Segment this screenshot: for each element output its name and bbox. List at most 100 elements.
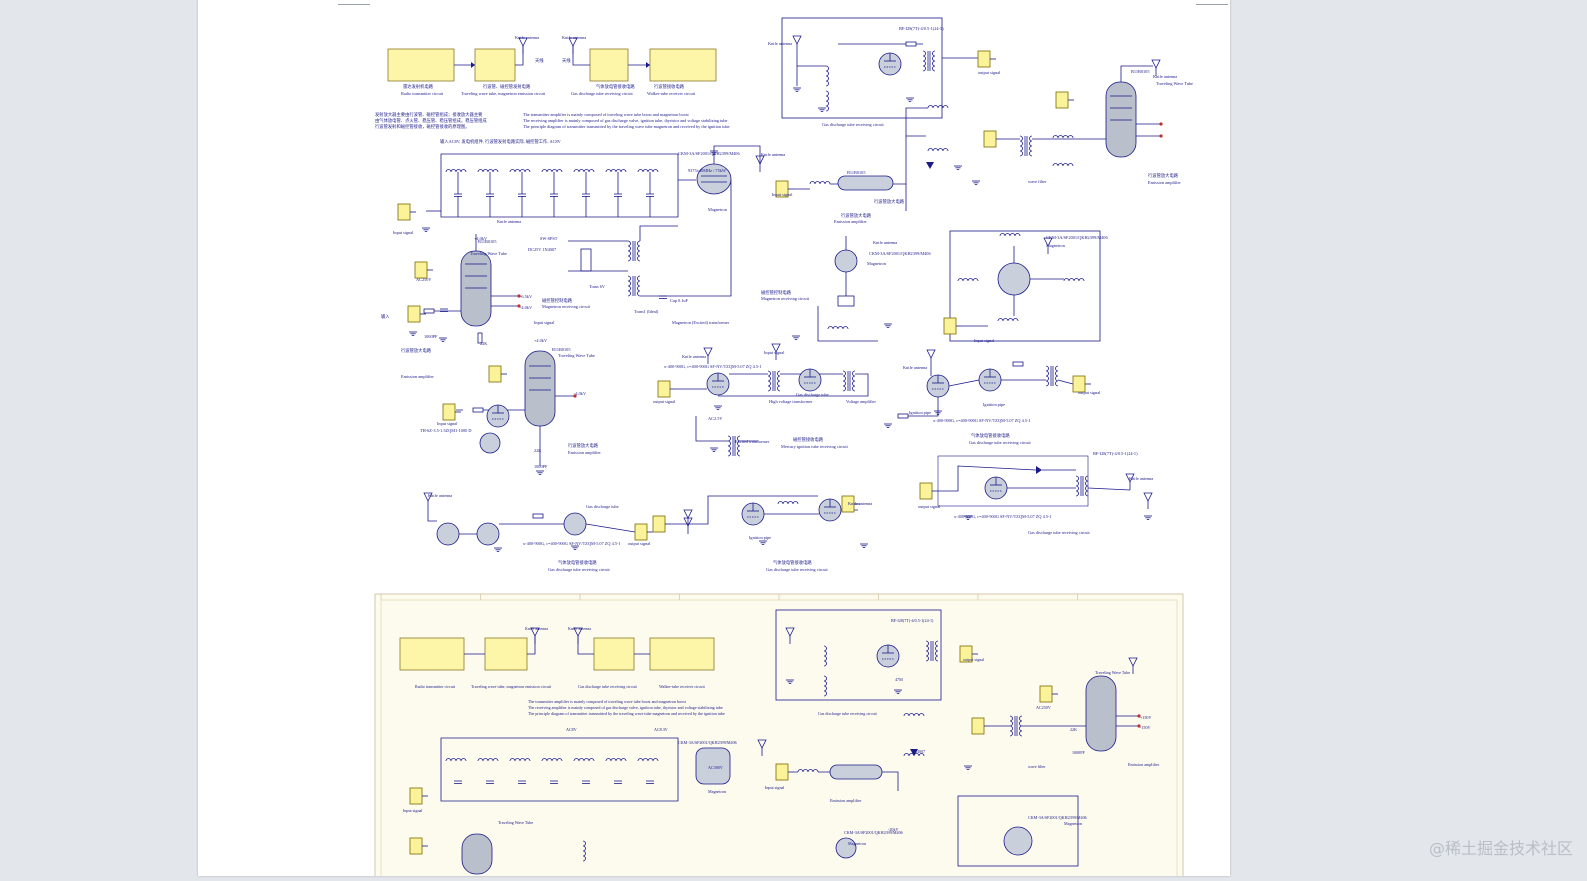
block-box <box>649 48 717 82</box>
rt-antenna-3: Knife antenna <box>873 240 897 245</box>
emission2-kv: +4.0kV <box>534 338 548 343</box>
relay-icon <box>580 248 592 272</box>
p2-antenna-2: Knife antenna <box>568 626 591 631</box>
p2-gas-title: Gas discharge tube receiving circuit <box>818 711 878 716</box>
gas-discharge-tube-icon <box>479 432 501 454</box>
wire <box>1110 95 1132 121</box>
rt-twt-label: Traveling Wave Tube <box>1156 81 1193 86</box>
ignition-tube-icon <box>486 404 510 428</box>
resistor-icon <box>472 407 484 413</box>
block-box <box>649 637 715 671</box>
sheet-frame <box>374 593 1184 881</box>
emission2-title-en: Emission amplifier <box>568 450 601 455</box>
rx-antenna-4: Knife antenna <box>903 365 927 370</box>
rt-mag-input: Input signal <box>974 338 995 343</box>
p2-magnetron: Magnetron <box>708 789 726 794</box>
antenna-icon <box>568 37 578 55</box>
input-connector-icon <box>488 365 508 383</box>
magnetron-icon <box>834 249 858 273</box>
wire <box>456 395 574 466</box>
mag-ctl-twt-title: Magnetron (Excited) transformer <box>672 320 730 325</box>
inductor-icon <box>1063 278 1085 282</box>
rx-ignition: Ignition pipe <box>749 535 771 540</box>
ground-icon <box>535 470 545 476</box>
capacitor-icon <box>549 193 559 197</box>
mag-ctl-part: DC25V 1N4007 <box>528 247 557 252</box>
p2-twt: Traveling Wave Tube <box>1095 670 1130 675</box>
twt-left-label: Traveling Wave Tube <box>470 251 507 256</box>
p2-res: 22K <box>1070 727 1077 732</box>
transformer-icon <box>1019 135 1033 157</box>
diode-icon <box>1036 466 1042 474</box>
input-connector-icon <box>407 305 427 323</box>
rt-emission: Emission amplifier <box>834 219 867 224</box>
block-box <box>387 48 455 82</box>
p2-intro-1: The transmitter amplifier is mainly comp… <box>528 699 687 704</box>
ground-icon <box>713 405 723 411</box>
ignition-tube-icon <box>741 502 765 526</box>
twt-left-title-en: Emission amplifier <box>401 374 434 379</box>
antenna-label-1: Knife antenna <box>515 35 539 40</box>
p2-caption-en-2: Traveling wave tube, magnetron emission … <box>471 684 552 690</box>
inductor-icon <box>573 169 595 173</box>
input-connector-icon <box>442 403 462 421</box>
ground-icon <box>1143 515 1153 520</box>
mag-ctl-input: Input signal <box>534 320 555 325</box>
capacitor-icon <box>453 193 463 197</box>
p2-ac-1: AC8V <box>566 727 577 732</box>
gas-tube-icon <box>476 522 500 546</box>
intro-en-3: The principle diagram of transmitter tra… <box>523 124 730 129</box>
emission2-output: -4.0kV <box>574 391 587 396</box>
block-box <box>484 637 528 671</box>
transformer-icon <box>627 275 641 297</box>
gas-tube-icon <box>798 368 822 392</box>
ground-icon <box>438 337 448 343</box>
wire <box>962 246 1064 327</box>
wire <box>938 465 1131 492</box>
rt-mag-title-cn: 磁控管控制电路 <box>761 289 792 296</box>
p2-cap: 1000PF <box>1072 750 1085 755</box>
ignition-tube-icon <box>926 374 950 398</box>
p2-input: Input signal <box>403 808 423 813</box>
arrow-head <box>646 62 650 68</box>
rx-output-4: output signal <box>1078 390 1101 395</box>
second-page-preview <box>374 593 1184 881</box>
emission2-res: 22K <box>534 448 542 453</box>
caption-cn-3: 气体放电管接收电路 <box>596 83 635 90</box>
output-connector-icon <box>652 515 672 533</box>
p2-caption-en-3: Gas discharge tube receiving circuit <box>578 684 638 689</box>
filter-header: 输入AC8V, 发电机组件, 行波管发射电路实际, 磁控管工作, AC8V <box>440 138 562 145</box>
rx-title-en-3: Gas discharge tube receiving circuit <box>766 567 829 572</box>
rt-mag-label-2: Magnetron <box>867 261 887 266</box>
traveling-wave-tube-icon <box>460 250 492 327</box>
ground-icon <box>709 447 719 453</box>
filter-antenna-label: Knife antenna <box>761 152 785 157</box>
p2-mag-part-2: CKM-3A/SF2001/QKH2399/M406 <box>844 830 903 835</box>
ant-cn-2: 天线 <box>562 57 571 64</box>
rx-voltage-amp: Voltage amplifier <box>846 399 876 404</box>
rx-title-en-1: Gas discharge tube receiving circuit <box>969 440 1032 445</box>
magnetron-spec: 9375±40MHz / 75kW <box>688 168 727 173</box>
rx-output-5: output signal <box>918 504 941 509</box>
diode-icon <box>910 749 918 756</box>
input-connector-icon <box>1055 91 1075 109</box>
capacitor-icon <box>658 295 668 299</box>
inductor-icon <box>825 65 829 87</box>
p2-intro-3: The principle diagram of transmitter tra… <box>528 711 725 716</box>
rx-input-1: Input signal <box>764 350 785 355</box>
inductor-icon <box>997 318 1019 322</box>
page-corner-mark <box>1196 4 1228 5</box>
capacitor-icon <box>613 193 623 197</box>
magnetron-icon <box>835 837 857 859</box>
rx-ac-spec: AC2.5V <box>708 416 723 421</box>
traveling-wave-tube-icon <box>1105 81 1137 158</box>
wire <box>568 225 678 297</box>
block-box <box>399 637 465 671</box>
inductor-icon <box>637 169 659 173</box>
input-connector-icon <box>983 130 1003 148</box>
magnetron-icon <box>1003 826 1033 856</box>
p2-antenna-1: Knife antenna <box>525 626 548 631</box>
rt-mag-part: CKM-3A/SF2001/QKH2399/M406 <box>1046 235 1108 240</box>
wire <box>464 636 650 655</box>
resistor-icon <box>423 308 435 314</box>
